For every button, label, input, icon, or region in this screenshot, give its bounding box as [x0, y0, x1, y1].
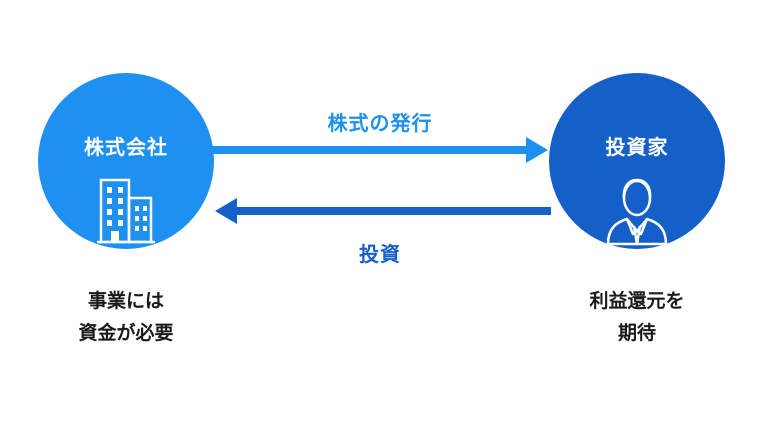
- investor-caption-line1: 利益還元を: [589, 290, 685, 312]
- company-node: 株式会社: [38, 73, 214, 249]
- investor-node: 投資家: [549, 73, 725, 249]
- share-issuance-label: 株式の発行: [327, 111, 433, 135]
- company-title: 株式会社: [84, 135, 168, 159]
- investor-person-icon: [605, 176, 669, 250]
- company-caption: 事業には 資金が必要: [26, 285, 226, 349]
- investment-label: 投資: [359, 242, 401, 266]
- company-caption-line2: 資金が必要: [78, 322, 174, 344]
- investor-caption: 利益還元を 期待: [537, 285, 737, 349]
- investor-title: 投資家: [605, 135, 669, 159]
- investor-caption-line2: 期待: [617, 322, 656, 344]
- arrow-investment: [215, 198, 551, 224]
- arrow-share-issuance: [212, 137, 548, 163]
- building-icon: [97, 176, 155, 250]
- company-caption-line1: 事業には: [87, 290, 164, 312]
